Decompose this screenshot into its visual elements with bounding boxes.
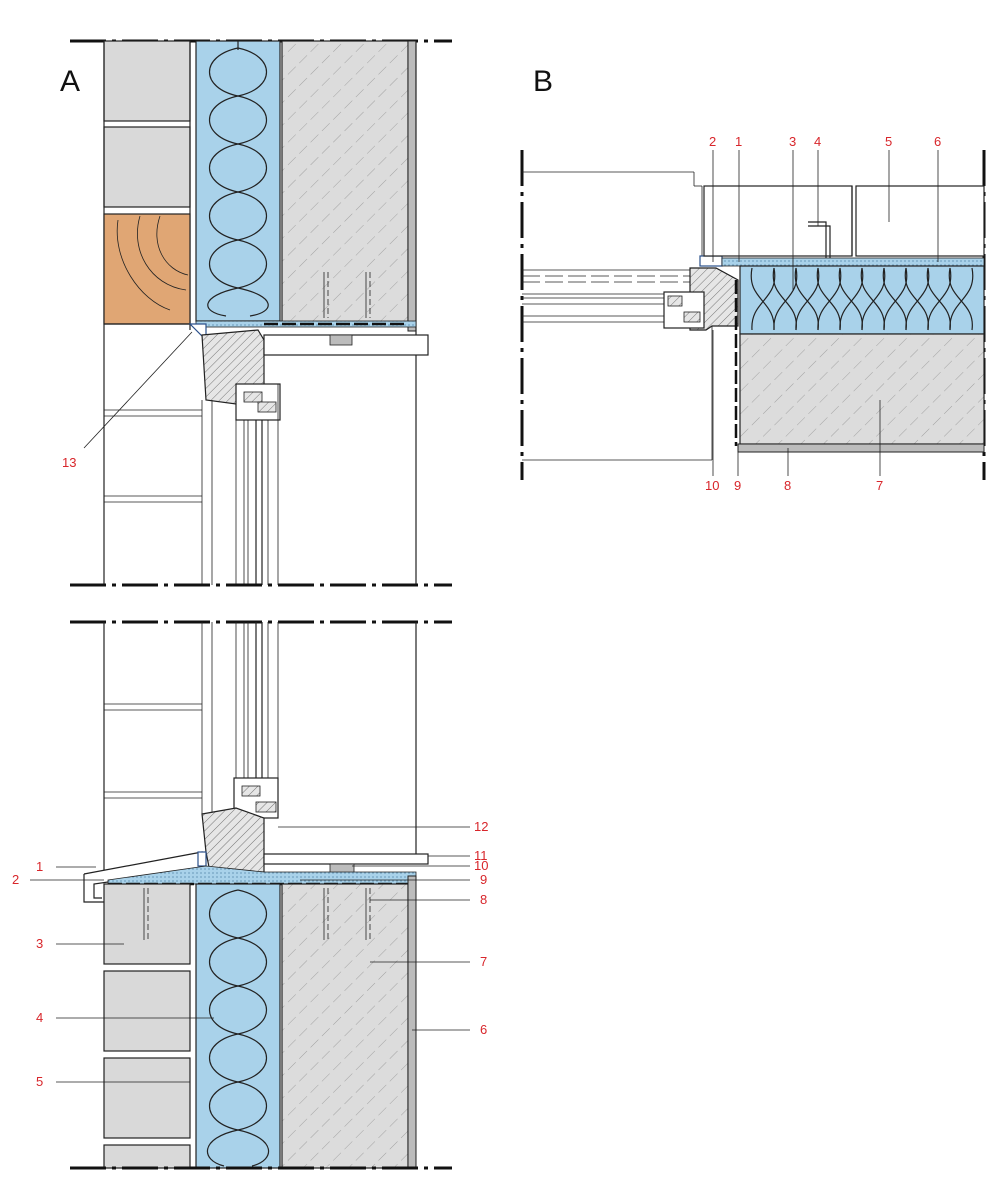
label-a-4: 4	[36, 1010, 43, 1025]
wall-plan	[703, 185, 985, 453]
leaders-b	[712, 150, 939, 476]
label-a-9: 9	[480, 872, 487, 887]
panel-b: B	[520, 65, 986, 493]
panel-a-letter: A	[60, 65, 80, 98]
head-membrane	[188, 320, 417, 342]
panel-b-letter: B	[533, 65, 553, 98]
label-b-3: 3	[789, 134, 796, 149]
label-a-7: 7	[480, 954, 487, 969]
labels-a: 13 1 2 3 4 5 6 7 8 9 10 11 12	[12, 455, 488, 1089]
label-b-7: 7	[876, 478, 883, 493]
label-b-8: 8	[784, 478, 791, 493]
glazing-bottom	[201, 622, 279, 815]
label-b-5: 5	[885, 134, 892, 149]
labels-b: 2 1 3 4 5 6 10 9 8 7	[705, 134, 941, 493]
insulation-top	[195, 40, 281, 322]
concrete-wall-top	[281, 40, 417, 585]
panel-a: A	[12, 39, 488, 1170]
timber-lintel	[103, 213, 191, 325]
label-b-4: 4	[814, 134, 821, 149]
label-a-6: 6	[480, 1022, 487, 1037]
label-b-6: 6	[934, 134, 941, 149]
label-a-10: 10	[474, 858, 488, 873]
label-b-10: 10	[705, 478, 719, 493]
insulation-bottom	[195, 883, 281, 1169]
label-a-8: 8	[480, 892, 487, 907]
window-head-frame	[201, 329, 429, 421]
label-a-1: 1	[36, 859, 43, 874]
label-b-2: 2	[709, 134, 716, 149]
label-a-3: 3	[36, 936, 43, 951]
label-b-9: 9	[734, 478, 741, 493]
brick-wall-bottom	[103, 883, 191, 1169]
label-a-13: 13	[62, 455, 76, 470]
reveal-courses-bottom	[103, 622, 417, 870]
label-a-11: 11	[474, 848, 488, 863]
label-a-2: 2	[12, 872, 19, 887]
window-sill-frame	[201, 777, 429, 875]
reveal-courses-top	[104, 409, 202, 503]
glazing-top	[201, 384, 279, 585]
window-plan	[522, 171, 739, 461]
label-b-1: 1	[735, 134, 742, 149]
label-a-5: 5	[36, 1074, 43, 1089]
concrete-wall-bottom	[281, 875, 417, 1169]
label-a-12: 12	[474, 819, 488, 834]
leaders-a	[30, 331, 470, 1083]
